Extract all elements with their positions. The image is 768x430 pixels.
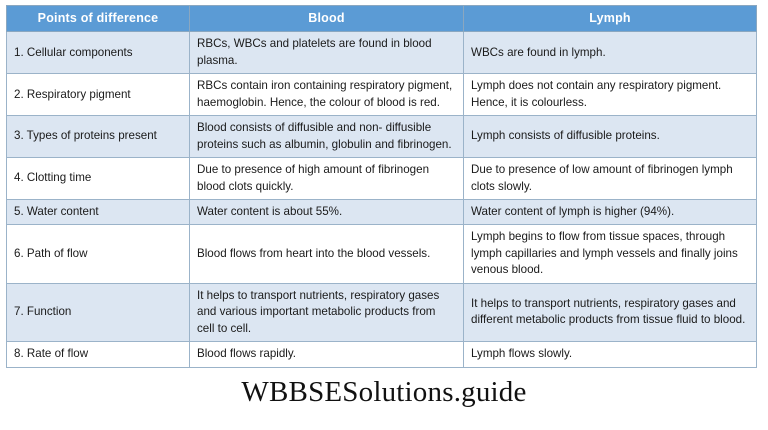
cell-point-of-difference: 3. Types of proteins present [6, 115, 190, 159]
blood-lymph-comparison-table: Points of difference Blood Lymph 1. Cell… [6, 4, 757, 368]
cell-blood: Blood consists of diffusible and non- di… [189, 115, 464, 159]
cell-lymph: Lymph flows slowly. [463, 341, 757, 368]
cell-point-of-difference: 5. Water content [6, 198, 190, 226]
column-header-blood: Blood [189, 4, 464, 33]
cell-point-of-difference: 7. Function [6, 282, 190, 343]
cell-blood: It helps to transport nutrients, respira… [189, 282, 464, 343]
cell-lymph: Lymph does not contain any respiratory p… [463, 73, 757, 117]
cell-lymph: Due to presence of low amount of fibrino… [463, 157, 757, 200]
cell-lymph: WBCs are found in lymph. [463, 31, 757, 75]
cell-point-of-difference: 2. Respiratory pigment [6, 73, 190, 117]
cell-blood: RBCs contain iron containing respiratory… [189, 73, 464, 117]
cell-point-of-difference: 8. Rate of flow [6, 341, 190, 368]
cell-blood: RBCs, WBCs and platelets are found in bl… [189, 31, 464, 75]
footer: WBBSESolutions.guide [0, 376, 768, 409]
cell-lymph: Lymph consists of diffusible proteins. [463, 115, 757, 159]
cell-point-of-difference: 1. Cellular components [6, 31, 190, 75]
site-watermark: WBBSESolutions.guide [241, 376, 527, 408]
cell-blood: Due to presence of high amount of fibrin… [189, 157, 464, 200]
column-header-points-of-difference: Points of difference [6, 4, 190, 33]
column-header-lymph: Lymph [463, 4, 757, 33]
table-header: Points of difference Blood Lymph [6, 4, 757, 33]
cell-blood: Blood flows rapidly. [189, 341, 464, 368]
comparison-table-container: Points of difference Blood Lymph 1. Cell… [6, 4, 757, 368]
cell-point-of-difference: 4. Clotting time [6, 157, 190, 200]
cell-point-of-difference: 6. Path of flow [6, 224, 190, 284]
cell-blood: Water content is about 55%. [189, 198, 464, 226]
cell-lymph: Water content of lymph is higher (94%). [463, 198, 757, 226]
cell-lymph: Lymph begins to flow from tissue spaces,… [463, 224, 757, 284]
cell-lymph: It helps to transport nutrients, respira… [463, 282, 757, 343]
table-header-row: Points of difference Blood Lymph [6, 4, 757, 33]
cell-blood: Blood flows from heart into the blood ve… [189, 224, 464, 284]
